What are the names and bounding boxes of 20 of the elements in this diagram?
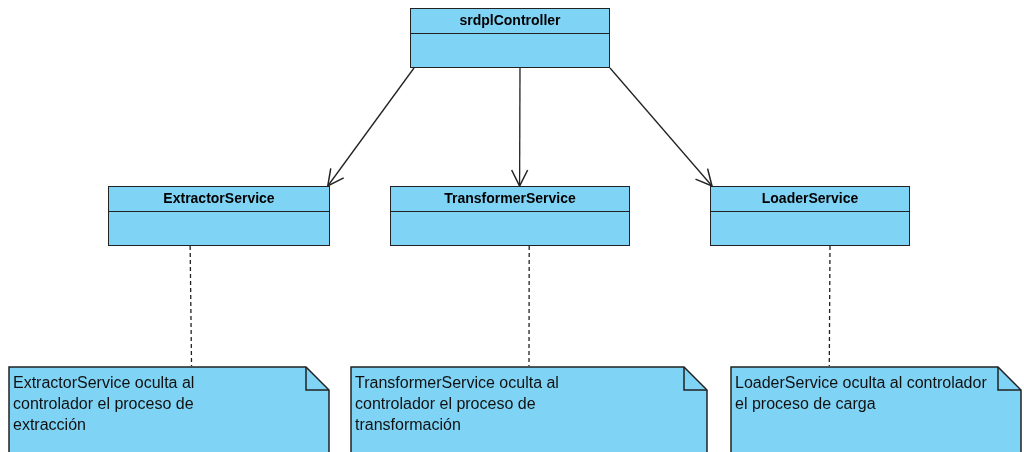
note-text: ExtractorService oculta al controlador el proceso de extracción xyxy=(12,373,196,435)
class-name: LoaderService xyxy=(711,187,909,212)
class-box xyxy=(108,186,330,246)
class-box xyxy=(710,186,910,246)
arrow xyxy=(609,67,713,187)
dashed-connector xyxy=(528,245,530,367)
class-box xyxy=(390,186,630,246)
note-text: TransformerService oculta al controlador el proceso de transformación xyxy=(354,373,560,435)
class-name: srdplController xyxy=(411,9,609,34)
class-name: TransformerService xyxy=(391,187,629,212)
arrow xyxy=(510,67,529,187)
note-box xyxy=(8,366,330,452)
class-box xyxy=(410,8,610,68)
arrow xyxy=(327,67,415,187)
note-box xyxy=(350,366,708,452)
dashed-connector xyxy=(189,245,193,367)
note-box xyxy=(730,366,1022,452)
class-name: ExtractorService xyxy=(109,187,329,212)
dashed-connector xyxy=(828,245,831,367)
note-text: LoaderService oculta al controlador el proceso de carga xyxy=(734,373,988,414)
